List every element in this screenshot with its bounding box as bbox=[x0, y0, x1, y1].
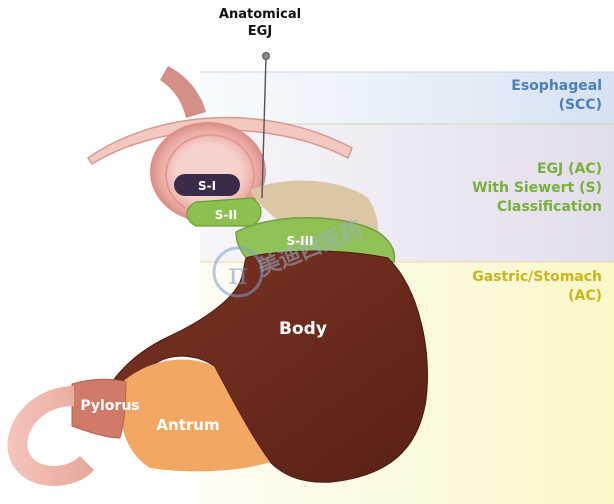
egj-line-1: EGJ (AC) bbox=[536, 161, 602, 177]
body-label: Body bbox=[279, 319, 327, 339]
esophageal-zone bbox=[200, 72, 614, 124]
egj-pointer-dot bbox=[262, 52, 270, 60]
s1-band bbox=[174, 174, 240, 196]
egj-line-2: With Siewert (S) bbox=[472, 180, 602, 196]
pylorus-label: Pylorus bbox=[80, 398, 139, 414]
esophageal-line-1: Esophageal bbox=[511, 78, 602, 94]
esophageal-zone-label: Esophageal (SCC) bbox=[511, 77, 602, 115]
egj-line-3: Classification bbox=[496, 199, 602, 215]
s2-label: S-II bbox=[215, 208, 238, 222]
title-line-2: EGJ bbox=[247, 24, 273, 39]
s2-band bbox=[186, 197, 262, 227]
egj-zone-label: EGJ (AC) With Siewert (S) Classification bbox=[472, 160, 602, 217]
gastric-line-1: Gastric/Stomach bbox=[472, 269, 602, 285]
s1-label: S-I bbox=[198, 179, 216, 193]
s3-band bbox=[235, 217, 396, 263]
duodenum bbox=[7, 386, 95, 486]
egj-pointer-line bbox=[261, 55, 267, 199]
title-line-1: Anatomical bbox=[218, 7, 302, 22]
watermark-logo-icon bbox=[212, 246, 264, 298]
s3-label: S-III bbox=[286, 234, 313, 248]
anatomical-egj-title: Anatomical EGJ bbox=[190, 6, 330, 40]
gastric-zone-label: Gastric/Stomach (AC) bbox=[472, 268, 602, 306]
antrum-region bbox=[118, 359, 270, 472]
esophagus-upper bbox=[160, 66, 206, 118]
esophageal-line-2: (SCC) bbox=[558, 97, 602, 113]
stomach-body bbox=[111, 250, 428, 483]
antrum-label: Antrum bbox=[156, 416, 219, 434]
pylorus-region bbox=[71, 378, 127, 439]
gastric-line-2: (AC) bbox=[568, 288, 602, 304]
watermark-pi-glyph: π bbox=[228, 257, 248, 292]
diaphragm bbox=[86, 116, 353, 166]
